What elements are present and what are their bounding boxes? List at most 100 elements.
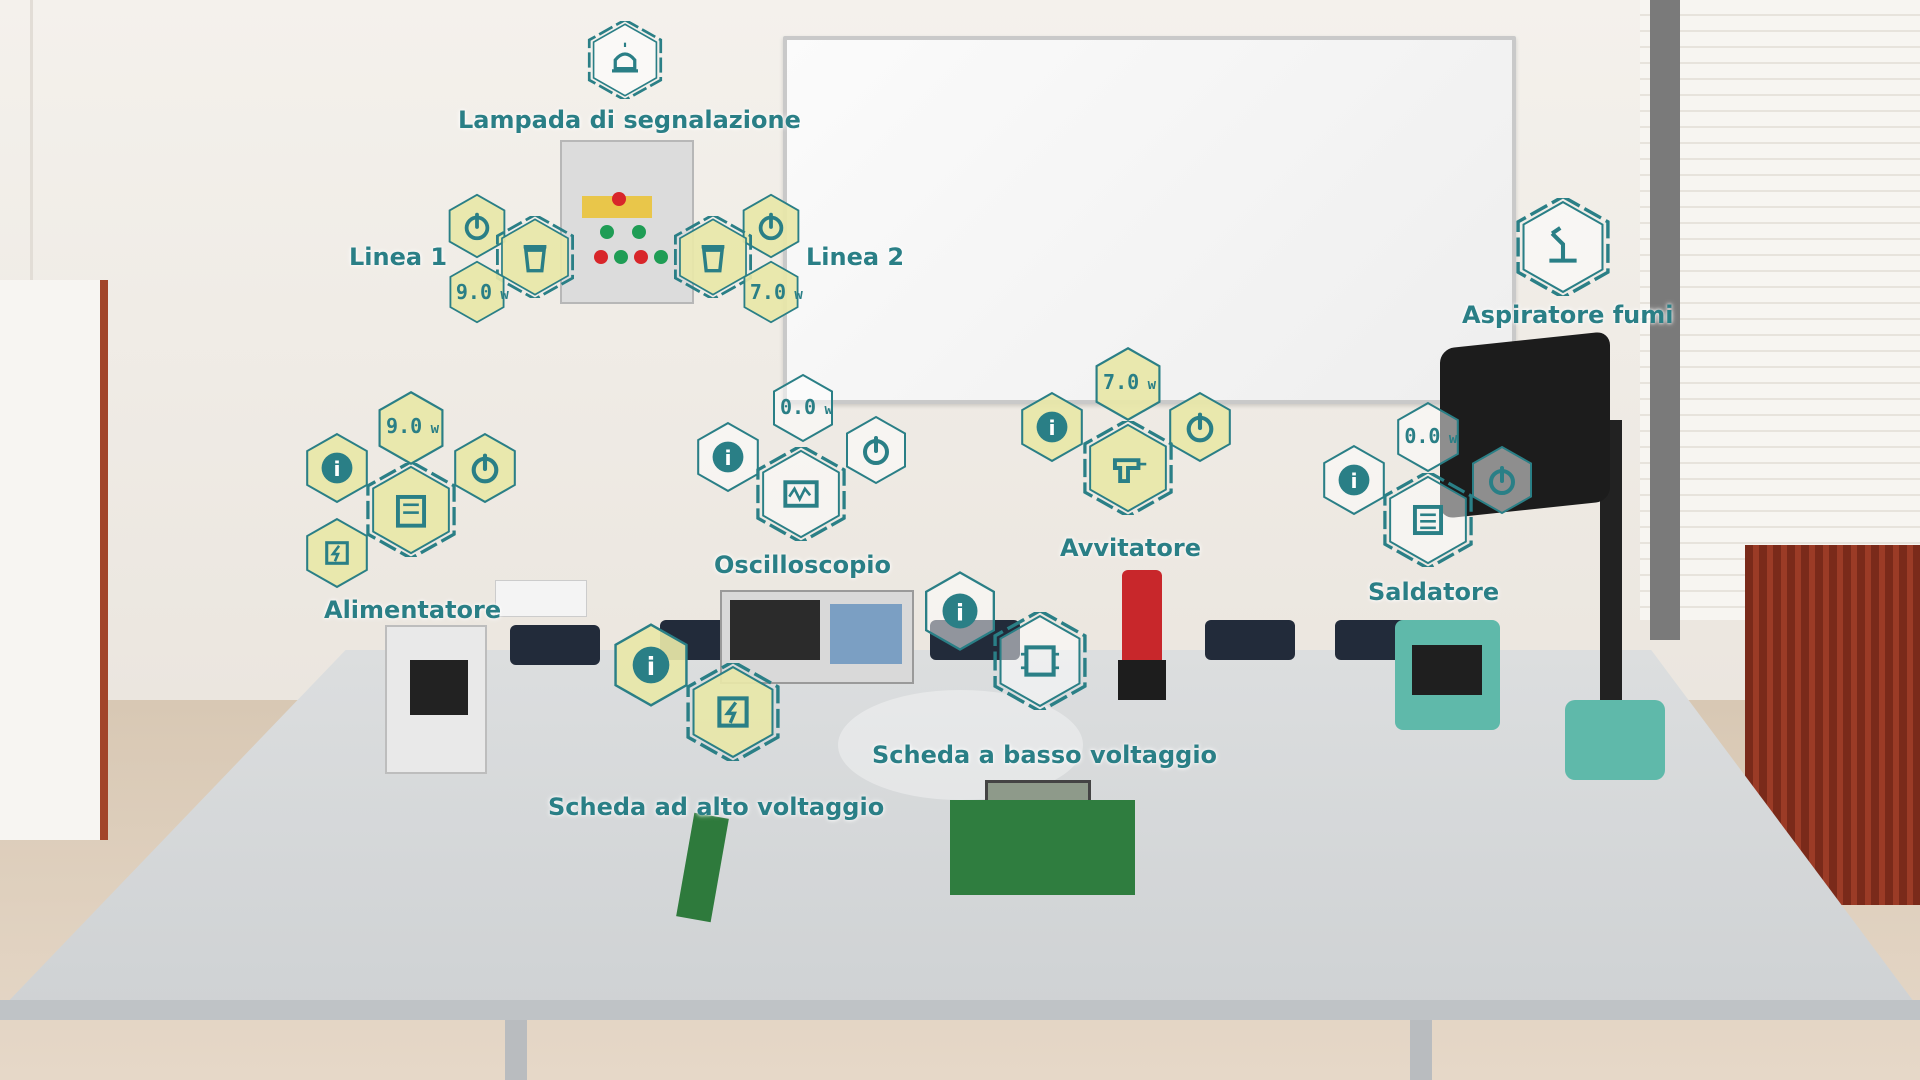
hotspot-oscilloscopio-watt[interactable]: 0.0 w [767, 372, 839, 444]
hotspot-scheda-alto-main[interactable] [684, 663, 782, 761]
hotspot-oscilloscopio-info[interactable]: i [691, 420, 765, 494]
power-icon [863, 436, 889, 465]
info-glyph: i [1350, 469, 1357, 493]
info-glyph: i [333, 457, 340, 481]
info-icon: i [942, 593, 978, 629]
drill-icon [1112, 458, 1147, 484]
door [0, 280, 108, 840]
power-unit: w [816, 402, 833, 419]
label-linea-1[interactable]: Linea 1 [349, 243, 448, 271]
table-leg [1410, 1020, 1432, 1080]
power-value: 0.0 [1404, 423, 1441, 448]
power-value: 7.0 [749, 280, 786, 305]
hotspot-linea1-main[interactable] [494, 216, 576, 298]
switch-box [510, 625, 600, 665]
fume-extractor-icon [1549, 226, 1577, 263]
hotspot-saldatore-power[interactable] [1466, 444, 1538, 516]
hotspot-linea1-watt[interactable]: 9.0 w [444, 259, 510, 325]
power-value: 9.0 [455, 280, 492, 305]
hotspot-alimentatore-main[interactable] [364, 463, 458, 557]
info-glyph: i [1048, 416, 1055, 440]
oscilloscope-screen [730, 600, 820, 660]
hotspot-alimentatore-board[interactable] [300, 516, 374, 590]
soldering-display [1412, 645, 1482, 695]
panel-green-button [600, 225, 614, 239]
power-reading: 0.0 w [1404, 424, 1457, 448]
power-unit: w [492, 287, 509, 304]
switch-box [1205, 620, 1295, 660]
cup-icon [523, 245, 547, 273]
power-icon [471, 453, 499, 484]
label-oscilloscopio[interactable]: Oscilloscopio [714, 551, 891, 579]
power-reading: 0.0 w [780, 395, 833, 419]
panel-green-button [632, 225, 646, 239]
hotspot-avvitatore-info[interactable]: i [1015, 390, 1089, 464]
panel-red-button [634, 250, 648, 264]
label-scheda-alto[interactable]: Scheda ad alto voltaggio [548, 793, 885, 821]
power-reading: 7.0 w [1103, 370, 1156, 394]
hotspot-aspiratore[interactable] [1514, 198, 1612, 296]
hotspot-linea2-watt[interactable]: 7.0 w [738, 259, 804, 325]
label-aspiratore[interactable]: Aspiratore fumi [1462, 301, 1674, 329]
hotspot-alimentatore-power[interactable] [448, 431, 522, 505]
label-lampada[interactable]: Lampada di segnalazione [458, 106, 801, 134]
panel-green-button [614, 250, 628, 264]
label-saldatore[interactable]: Saldatore [1368, 578, 1500, 606]
info-icon: i [632, 646, 670, 684]
hotspot-oscilloscopio-main[interactable] [754, 447, 848, 541]
hotspot-saldatore-main[interactable] [1381, 473, 1475, 567]
power-value: 0.0 [779, 395, 817, 420]
hotspot-scheda-alto-info[interactable]: i [607, 621, 695, 709]
electrical-panel [560, 140, 694, 304]
power-unit: w [1139, 376, 1157, 393]
hotspot-oscilloscopio-power[interactable] [840, 414, 912, 486]
power-unit: w [786, 287, 803, 304]
power-unit: w [1440, 430, 1458, 447]
alarm-light-icon [612, 42, 638, 73]
power-unit: w [422, 420, 440, 437]
wall-socket [495, 580, 587, 617]
label-linea-2[interactable]: Linea 2 [806, 243, 905, 271]
hotspot-saldatore-watt[interactable]: 0.0 w [1391, 400, 1465, 474]
workbench-edge [0, 1000, 1920, 1020]
hotspot-scheda-basso-main[interactable] [991, 612, 1089, 710]
info-icon: i [321, 452, 353, 484]
label-avvitatore[interactable]: Avvitatore [1060, 534, 1201, 562]
hotspot-avvitatore-watt[interactable]: 7.0 w [1089, 345, 1167, 423]
info-icon: i [1036, 411, 1068, 443]
window-blinds [1640, 0, 1920, 620]
whiteboard [783, 36, 1516, 404]
power-value: 9.0 [386, 413, 423, 438]
chip-bolt-icon [325, 541, 349, 565]
hotspot-avvitatore-power[interactable] [1163, 390, 1237, 464]
power-icon [464, 212, 490, 241]
oscilloscope-icon [783, 480, 819, 508]
hotspot-avvitatore-main[interactable] [1081, 421, 1175, 515]
hotspot-alimentatore-watt[interactable]: 9.0 w [372, 389, 450, 467]
power-icon [1489, 466, 1515, 495]
panel-red-lamp [612, 192, 626, 206]
power-supply-display [410, 660, 468, 715]
table-leg [505, 1020, 527, 1080]
hotspot-alimentatore-info[interactable]: i [300, 431, 374, 505]
soldering-stand [1565, 700, 1665, 780]
label-scheda-basso[interactable]: Scheda a basso voltaggio [872, 741, 1218, 769]
hotspot-linea1-power[interactable] [443, 192, 511, 260]
hotspot-lampada[interactable] [586, 21, 664, 99]
power-icon [758, 212, 784, 241]
label-alimentatore[interactable]: Alimentatore [324, 596, 502, 624]
panel-label [582, 196, 652, 218]
panel-red-button [594, 250, 608, 264]
power-reading: 9.0 w [456, 280, 509, 304]
info-icon: i [1338, 464, 1370, 496]
oscilloscope-controls [830, 604, 902, 664]
hotspot-linea2-main[interactable] [672, 216, 754, 298]
power-reading: 7.0 w [750, 280, 803, 304]
hotspot-scheda-basso-info[interactable]: i [918, 569, 1002, 653]
hotspot-linea2-power[interactable] [737, 192, 805, 260]
hotspot-saldatore-info[interactable]: i [1317, 443, 1391, 517]
power-reading: 9.0 w [386, 414, 439, 438]
panel-green-button [654, 250, 668, 264]
low-voltage-board [950, 800, 1135, 895]
